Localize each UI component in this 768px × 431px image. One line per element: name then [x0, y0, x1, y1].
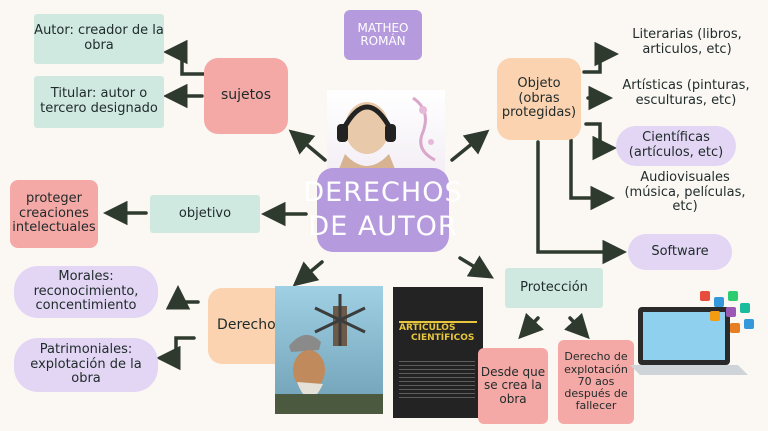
- headphones-image: [327, 90, 445, 174]
- morales-node: Morales: reconocimiento, concentimiento: [14, 266, 158, 318]
- cientificas-node: Científicas (artículos, etc): [616, 126, 736, 166]
- sujetos-node: sujetos: [204, 58, 288, 134]
- literarias-item: Literarias (libros, articulos, etc): [632, 27, 742, 57]
- laptop-image: [630, 283, 758, 383]
- explotacion-node: Derecho de explotación 70 aos después de…: [558, 340, 634, 424]
- artisticas-item: Artísticas (pinturas, esculturas, etc): [622, 78, 750, 108]
- quixote-image: [275, 286, 383, 414]
- software-node: Software: [628, 234, 732, 270]
- proteccion-node: Protección: [505, 268, 603, 308]
- objetivo-node: objetivo: [150, 195, 260, 233]
- book-title-line2: CIENTÍFICOS: [411, 333, 475, 344]
- patrimoniales-node: Patrimoniales: explotación de la obra: [14, 338, 158, 392]
- center-topic: DERECHOS DE AUTOR: [303, 168, 462, 252]
- audiovisuales-item: Audiovisuales (música, películas, etc): [624, 170, 746, 215]
- autor-node: Autor: creador de la obra: [34, 14, 164, 64]
- titular-node: Titular: autor o tercero designado: [34, 76, 164, 128]
- desde-node: Desde que se crea la obra: [478, 348, 548, 424]
- book-cover-image: ARTÍCULOS CIENTÍFICOS: [393, 287, 483, 418]
- objeto-node: Objeto (obras protegidas): [497, 58, 581, 140]
- proteger-node: proteger creaciones intelectuales: [10, 180, 98, 248]
- book-title-line1: ARTÍCULOS: [399, 323, 456, 333]
- author-badge: MATHEO ROMÁN: [344, 10, 422, 60]
